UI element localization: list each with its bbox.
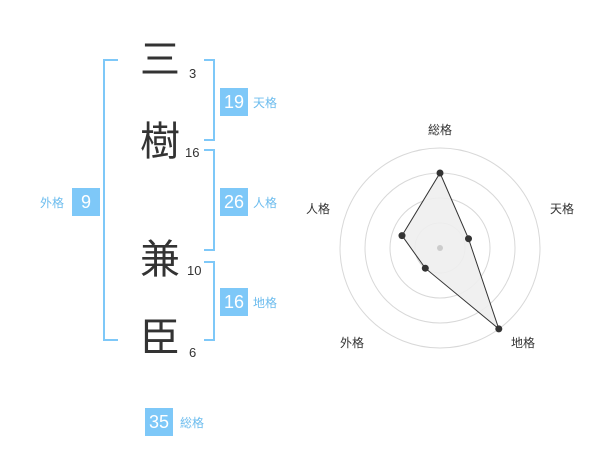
jinkaku-bracket <box>204 149 215 251</box>
tenkaku-bracket <box>204 59 215 141</box>
radar-point-3 <box>495 325 503 333</box>
radar-ring <box>339 147 541 349</box>
radar-points <box>398 169 503 333</box>
name-char-3: 兼 <box>140 237 180 283</box>
radar-polygon <box>401 171 500 331</box>
radar-axis-labels: 総格 天格 地格 外格 人格 <box>306 122 574 350</box>
chikaku-value: 16 <box>220 288 248 316</box>
tenkaku-value: 19 <box>220 88 248 116</box>
chikaku-bracket <box>204 261 215 341</box>
radar-axis-label-chikaku: 地格 <box>511 335 535 350</box>
radar-point-5 <box>398 232 406 240</box>
radar-point-1 <box>436 169 444 177</box>
jinkaku-label: 人格 <box>253 196 278 210</box>
stroke-count-3: 10 <box>187 263 202 278</box>
jinkaku-value: 26 <box>220 188 248 216</box>
name-char-2: 樹 <box>140 119 180 165</box>
radar-axis-label-jinkaku: 人格 <box>306 201 330 216</box>
radar-point-2 <box>465 235 472 243</box>
radar-axis-label-gaikaku: 外格 <box>340 335 364 350</box>
gaikaku-bracket <box>103 59 118 341</box>
radar-axis-label-soukaku: 総格 <box>428 122 452 137</box>
soukaku-label: 総格 <box>180 416 205 430</box>
chikaku-label: 地格 <box>253 296 278 310</box>
radar-axis-label-tenkaku: 天格 <box>550 201 574 216</box>
radar-center-dot <box>437 245 443 251</box>
stroke-count-1: 3 <box>189 66 197 81</box>
name-char-1: 三 <box>140 37 180 83</box>
gaikaku-value: 9 <box>72 188 100 216</box>
gaikaku-label: 外格 <box>40 196 65 210</box>
radar-point-4 <box>421 264 429 272</box>
soukaku-value: 35 <box>145 408 173 436</box>
stroke-count-2: 16 <box>185 145 200 160</box>
tenkaku-label: 天格 <box>253 96 278 110</box>
stroke-count-4: 6 <box>189 345 197 360</box>
name-char-4: 臣 <box>140 315 180 361</box>
